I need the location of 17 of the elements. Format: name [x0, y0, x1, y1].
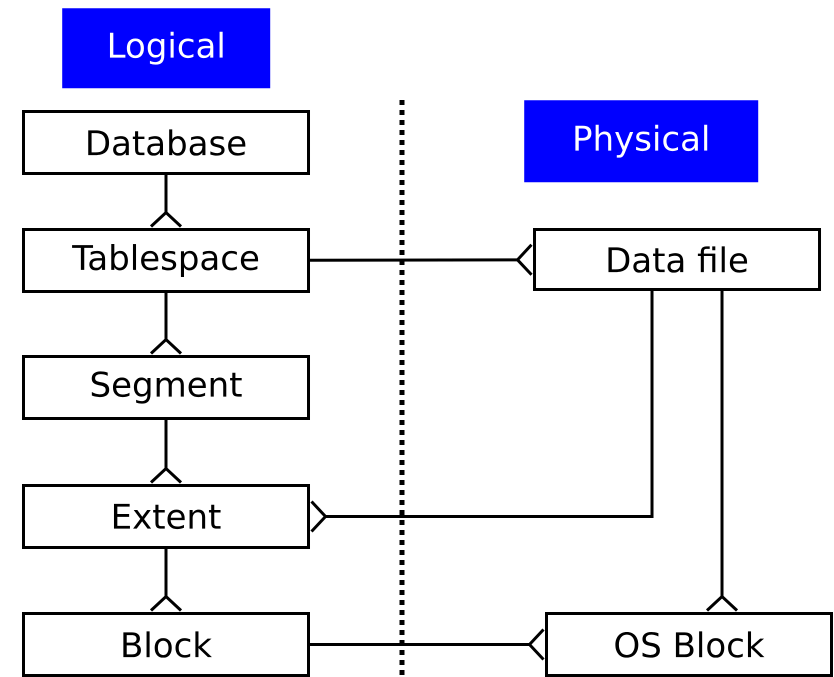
heading-box: Physical: [524, 100, 758, 182]
crows-foot-connector: [150, 549, 182, 612]
crows-foot-connector: [150, 293, 182, 355]
entity-box: Database: [22, 110, 310, 175]
crows-foot-connector: [706, 291, 738, 612]
entity-box: OS Block: [545, 612, 833, 677]
crows-foot-connector: [150, 420, 182, 484]
crows-foot-connector: [150, 175, 182, 228]
entity-box: Block: [22, 612, 310, 677]
crows-foot-connector: [310, 244, 533, 276]
entity-box: Data file: [533, 228, 822, 291]
crows-foot-connector: [310, 291, 654, 533]
entity-box: Tablespace: [22, 228, 310, 293]
crows-foot-connector: [310, 628, 545, 661]
heading-box: Logical: [62, 8, 270, 88]
entity-box: Extent: [22, 484, 310, 549]
entity-box: Segment: [22, 355, 310, 420]
